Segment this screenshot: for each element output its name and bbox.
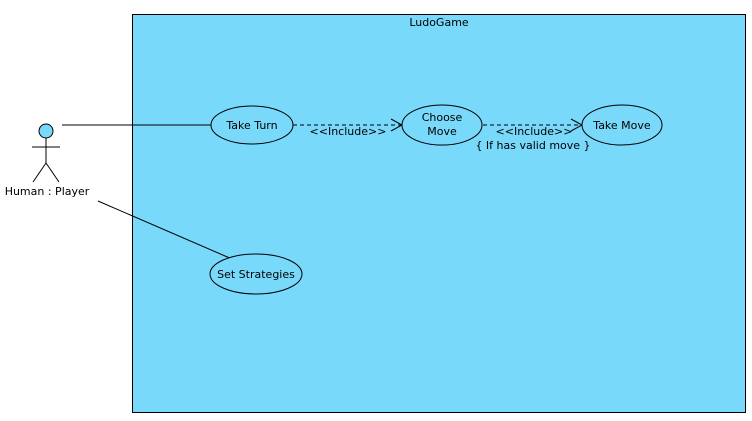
use-case-set-strategies-label: Set Strategies	[217, 268, 295, 281]
use-case-choose-move-oval	[401, 104, 483, 146]
include-guard-condition: { If has valid move }	[475, 139, 590, 152]
use-case-take-move-label: Take Move	[592, 119, 651, 132]
use-case-choose-move[interactable]: Choose Move	[401, 104, 483, 146]
actor-left-leg	[32, 162, 47, 183]
include-label-1: <<Include>>	[310, 125, 387, 138]
system-boundary[interactable]: LudoGame	[132, 14, 746, 413]
use-case-choose-move-label-line2: Move	[427, 125, 457, 138]
actor-name: Human : Player	[5, 185, 90, 198]
use-case-take-move[interactable]: Take Move	[581, 104, 663, 146]
use-case-take-move-oval	[581, 104, 663, 146]
use-case-take-turn[interactable]: Take Turn	[210, 105, 294, 145]
association-set-strategies[interactable]	[97, 200, 233, 260]
system-name: LudoGame	[409, 16, 469, 29]
use-case-take-turn-oval	[210, 105, 294, 145]
use-case-take-turn-label: Take Turn	[225, 119, 277, 132]
actor-human-player[interactable]: Human : Player	[5, 123, 90, 198]
include-label-2: <<Include>>	[496, 125, 573, 138]
use-case-choose-move-label-line1: Choose	[422, 111, 463, 124]
system-boundary-box	[132, 14, 746, 413]
actor-head	[38, 123, 54, 139]
use-case-set-strategies-oval	[209, 253, 303, 295]
use-case-set-strategies[interactable]: Set Strategies	[209, 253, 303, 295]
actor-right-leg	[45, 162, 60, 183]
include-relation-2[interactable]: <<Include>> { If has valid move }	[475, 118, 591, 152]
